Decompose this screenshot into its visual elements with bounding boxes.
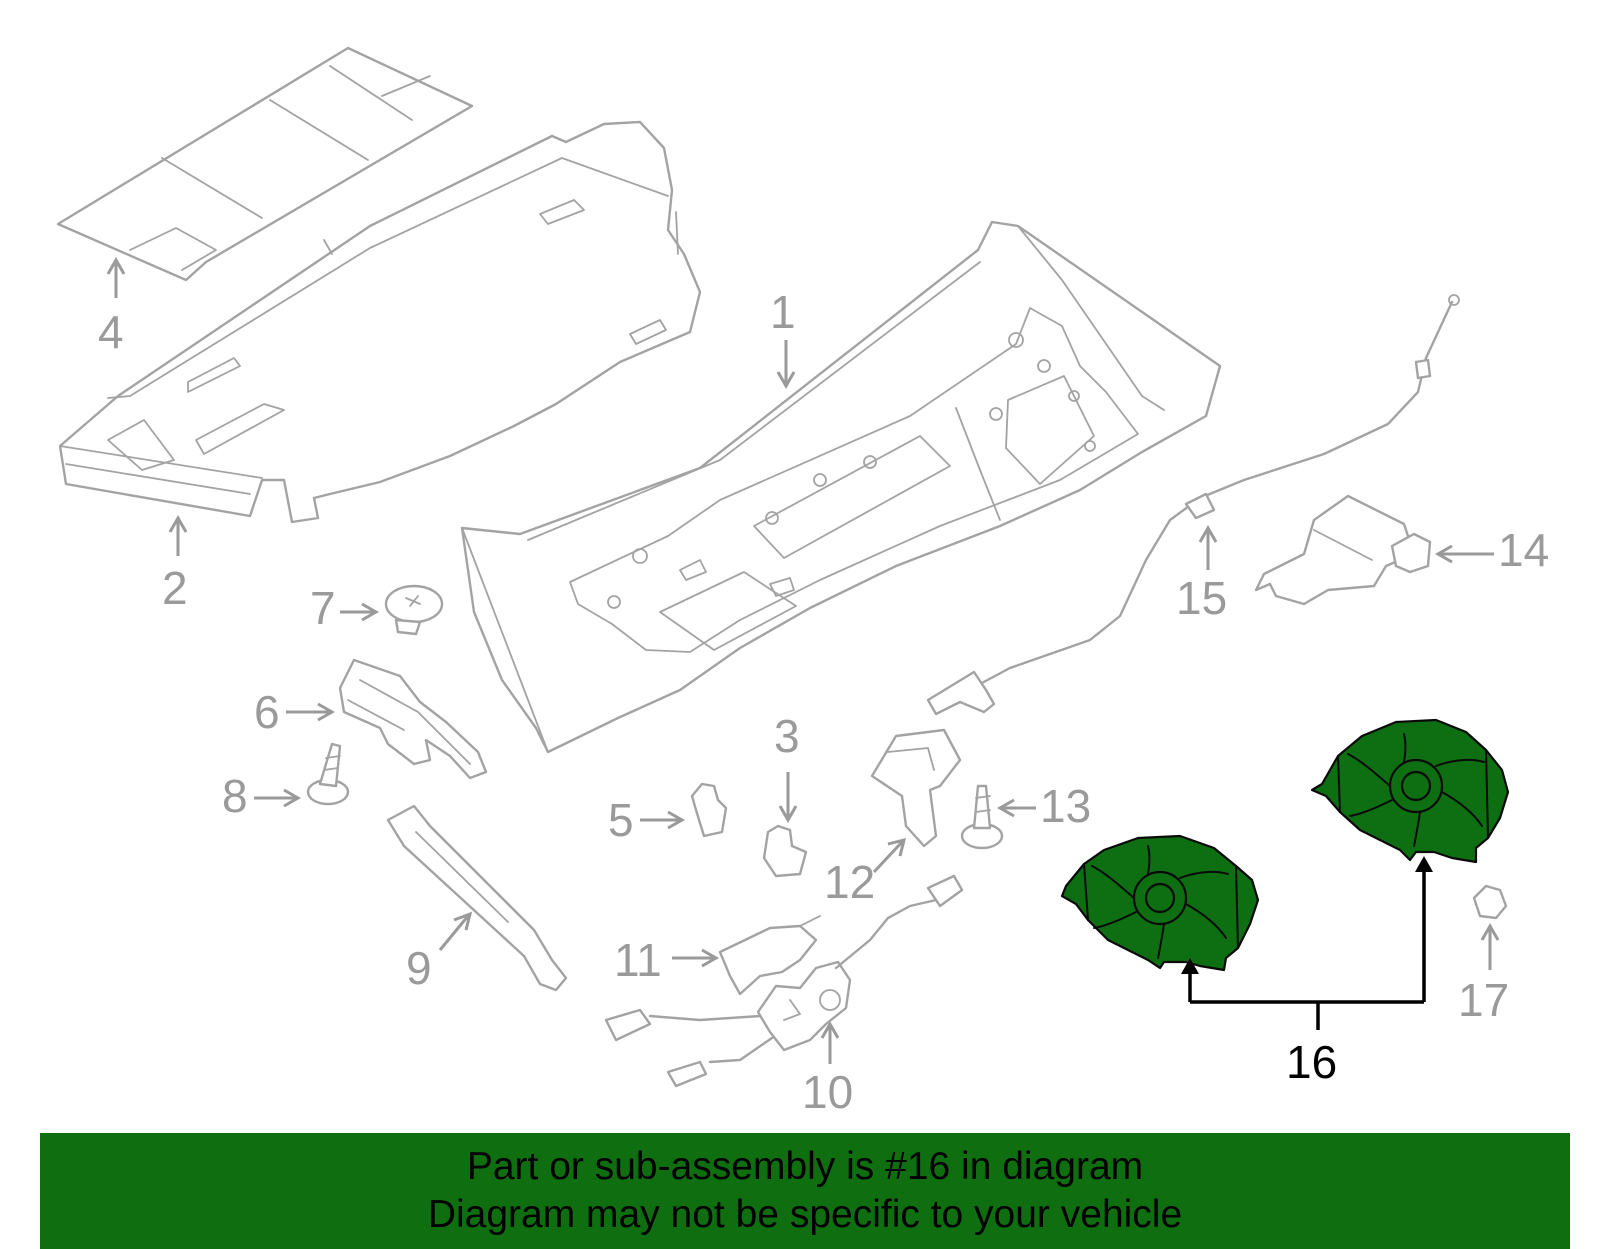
part-13-screw [960,784,1004,850]
leader-16 [1181,856,1433,1030]
callout-10: 10 [802,1066,853,1118]
part-1-trunk-lid [460,220,1222,754]
part-3-grommet [762,824,808,878]
part-5-clip [690,782,728,838]
part-17-clip [1472,884,1508,920]
part-16-fan-right [1310,718,1510,864]
part-14-switch [1254,494,1432,606]
callout-6: 6 [254,686,280,738]
callout-7: 7 [310,582,336,634]
callout-3: 3 [774,710,800,762]
part-4-shelf-pad [56,46,474,282]
part-11-bracket [718,915,821,996]
banner-line-2: Diagram may not be specific to your vehi… [427,1193,1183,1236]
part-7-bolt [384,584,444,636]
callout-4: 4 [98,306,124,358]
callout-1: 1 [770,286,796,338]
part-12-striker [870,728,962,848]
part-16-fan-left [1060,834,1260,972]
callout-11: 11 [614,934,662,986]
leader-lines [106,256,1500,1064]
callout-12: 12 [824,856,875,908]
callout-5: 5 [608,794,634,846]
banner-line-1: Part or sub-assembly is #16 in diagram [466,1145,1144,1188]
part-9-gas-strut [386,804,568,992]
part-8-screw [306,742,350,806]
callout-8: 8 [222,770,248,822]
callout-16: 16 [1286,1036,1337,1088]
part-6-hinge [338,658,488,780]
callout-15: 15 [1176,572,1227,624]
callout-13: 13 [1040,780,1091,832]
callout-2: 2 [162,562,188,614]
callout-14: 14 [1498,524,1549,576]
callout-labels: 1 2 3 4 5 6 7 8 9 10 11 12 13 14 15 16 1… [98,286,1549,1118]
part-2-package-tray [58,120,702,524]
info-banner: Part or sub-assembly is #16 in diagram D… [40,1133,1570,1249]
part-10-latch [604,874,964,1088]
callout-9: 9 [406,942,432,994]
callout-17: 17 [1458,974,1509,1026]
part-15-release-cable [926,294,1460,716]
